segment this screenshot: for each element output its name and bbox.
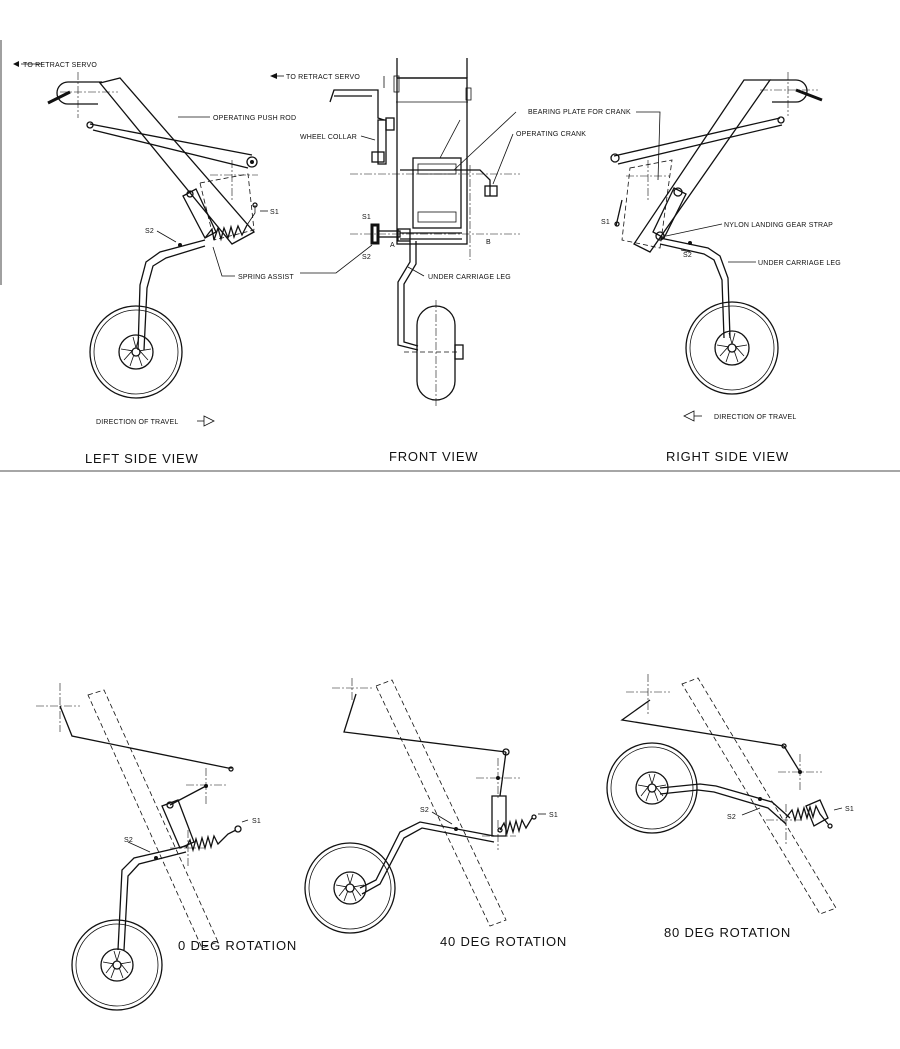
label-nylon-strap: NYLON LANDING GEAR STRAP [724, 222, 833, 229]
label-wheel-collar: WHEEL COLLAR [300, 134, 357, 141]
rotation-80-deg: S1 S2 80 DEG ROTATION [606, 674, 854, 940]
title-0-deg-rotation: 0 DEG ROTATION [178, 938, 297, 953]
label-s2-front: S2 [362, 254, 371, 261]
label-direction-right: DIRECTION OF TRAVEL [714, 414, 797, 421]
front-view: TO RETRACT SERVO WHEEL COLLAR BEARING PL… [270, 58, 631, 464]
label-s2-rot0: S2 [124, 837, 133, 844]
label-direction-left: DIRECTION OF TRAVEL [96, 419, 179, 426]
title-right-side-view: RIGHT SIDE VIEW [666, 449, 789, 464]
label-s1-left: S1 [270, 209, 279, 216]
label-to-retract-servo-front: TO RETRACT SERVO [286, 74, 360, 81]
right-side-view: S1 NYLON LANDING GEAR STRAP S2 UNDER CAR… [601, 72, 841, 464]
left-side-view: TO RETRACT SERVO OPERATING PUSH ROD S1 S… [13, 61, 296, 466]
arrow-right-icon [203, 415, 215, 427]
label-to-retract-servo-left: TO RETRACT SERVO [23, 62, 97, 69]
label-operating-crank: OPERATING CRANK [516, 131, 586, 138]
title-front-view: FRONT VIEW [389, 449, 478, 464]
rotation-40-deg: S1 S2 40 DEG ROTATION [304, 678, 567, 949]
title-left-side-view: LEFT SIDE VIEW [85, 451, 199, 466]
title-40-deg-rotation: 40 DEG ROTATION [440, 934, 567, 949]
label-under-carriage-leg-right: UNDER CARRIAGE LEG [758, 260, 841, 267]
label-bearing-plate: BEARING PLATE FOR CRANK [528, 109, 631, 116]
title-80-deg-rotation: 80 DEG ROTATION [664, 925, 791, 940]
label-s1-rot40: S1 [549, 812, 558, 819]
label-s2-rot40: S2 [420, 807, 429, 814]
label-s2-left: S2 [145, 228, 154, 235]
rotation-0-deg: S1 S2 0 DEG ROTATION [36, 683, 297, 1011]
label-operating-push-rod: OPERATING PUSH ROD [213, 115, 296, 122]
label-s2-right: S2 [683, 252, 692, 259]
label-s2-rot80: S2 [727, 814, 736, 821]
label-b: B [486, 239, 491, 246]
arrow-left-icon [683, 410, 695, 422]
label-s1-rot0: S1 [252, 818, 261, 825]
label-s1-rot80: S1 [845, 806, 854, 813]
label-s1-right: S1 [601, 219, 610, 226]
label-under-carriage-leg-front: UNDER CARRIAGE LEG [428, 274, 511, 281]
label-s1-front: S1 [362, 214, 371, 221]
label-spring-assist: SPRING ASSIST [238, 274, 294, 281]
label-a: A [390, 242, 395, 249]
